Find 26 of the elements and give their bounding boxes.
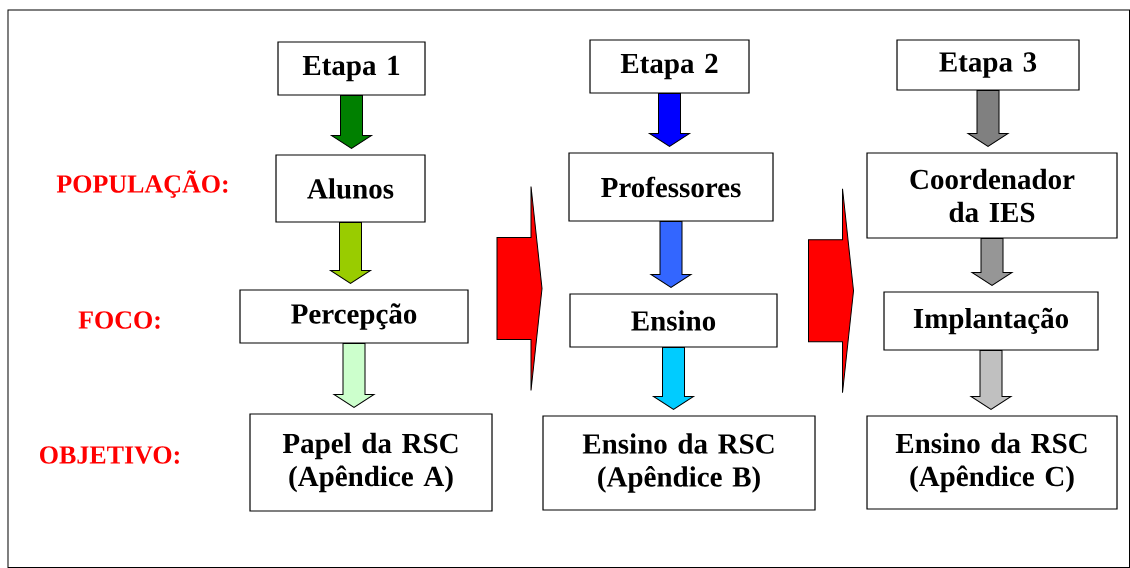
block-arrow [333, 343, 375, 408]
process-box: Ensino da RSC (Apêndice C) [866, 415, 1118, 510]
block-arrow [330, 222, 371, 284]
block-arrow [970, 350, 1012, 410]
process-box: Implantação [883, 291, 1099, 351]
process-box: Percepção [239, 289, 469, 344]
process-box: Etapa 2 [589, 39, 750, 94]
block-arrow [653, 347, 694, 410]
process-box: Ensino [569, 293, 778, 348]
process-box: Ensino da RSC (Apêndice B) [542, 415, 816, 511]
block-arrow [971, 238, 1013, 286]
row-label: FOCO: [78, 311, 160, 329]
process-box: Papel da RSC (Apêndice A) [249, 413, 493, 512]
process-box: Etapa 3 [896, 39, 1080, 91]
block-arrow [649, 93, 690, 147]
process-box: Etapa 1 [277, 41, 426, 96]
block-arrow [967, 90, 1009, 147]
block-arrow [496, 186, 543, 391]
block-arrow [331, 95, 372, 149]
process-box: Alunos [275, 154, 426, 223]
row-label: POPULAÇÃO: [56, 170, 228, 198]
process-box: Coordenador da IES [866, 152, 1118, 239]
row-label: OBJETIVO: [40, 446, 179, 464]
block-arrow [808, 188, 854, 394]
process-box: Professores [568, 152, 774, 222]
block-arrow [650, 221, 692, 288]
